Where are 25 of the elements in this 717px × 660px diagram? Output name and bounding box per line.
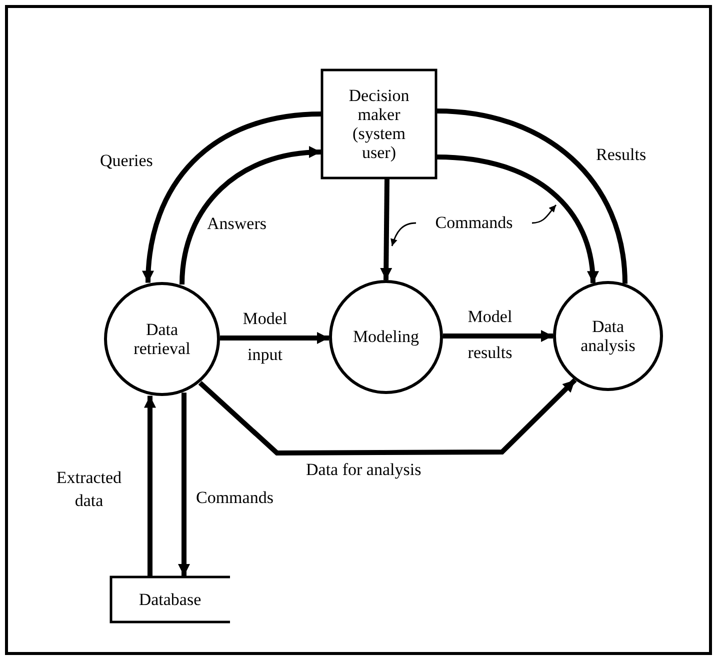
flow-arrow — [178, 392, 190, 576]
edge-label: Commands — [196, 487, 274, 509]
leader-line — [532, 204, 557, 224]
node-label: Database — [138, 590, 202, 610]
flow-arrow — [220, 332, 329, 344]
node-label: Modeling — [352, 327, 420, 347]
flow-arrow — [180, 146, 322, 285]
flow-arrow — [436, 154, 598, 284]
edge-label: Model input — [242, 308, 288, 366]
node-label: Data retrieval — [132, 320, 192, 358]
leader-label: Commands — [435, 213, 513, 233]
flow-arrow — [144, 396, 156, 576]
flow-arrow — [198, 378, 577, 456]
flow-arrow — [142, 112, 322, 283]
edge-label: Model results — [466, 306, 514, 364]
edge-label: Extracted data — [55, 467, 123, 512]
edge-label: Results — [596, 144, 646, 166]
edge-label: Queries — [100, 150, 153, 172]
edge-label: Answers — [207, 213, 266, 235]
edge-label: Data for analysis — [306, 459, 422, 481]
node-label: Data analysis — [580, 316, 636, 356]
flow-arrow — [380, 178, 392, 280]
leader-line — [390, 222, 416, 246]
node-label: Decision maker (system user) — [348, 86, 410, 162]
flow-arrow — [443, 330, 553, 342]
